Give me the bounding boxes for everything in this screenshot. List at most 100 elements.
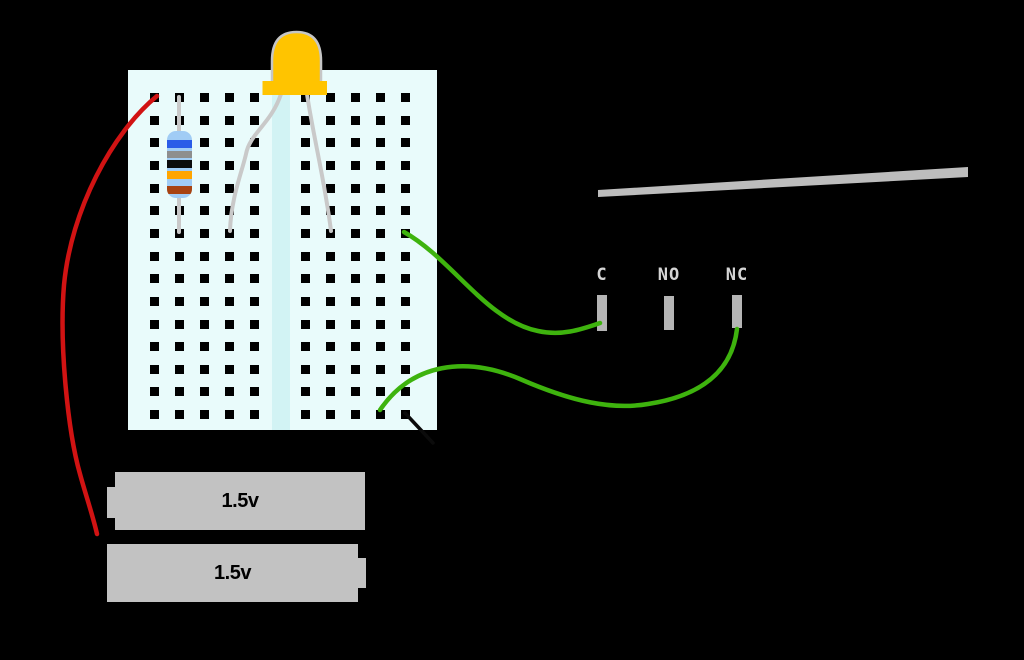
breadboard-hole: [200, 115, 209, 125]
breadboard-hole: [175, 274, 184, 284]
breadboard-hole: [301, 206, 310, 216]
switch-terminal-pin-no: [664, 296, 674, 330]
breadboard-hole: [175, 160, 184, 170]
breadboard-hole: [401, 115, 410, 125]
breadboard-hole: [250, 93, 259, 102]
breadboard-hole: [301, 296, 310, 306]
breadboard-hole: [150, 364, 159, 374]
breadboard-hole: [150, 251, 159, 261]
breadboard-hole: [200, 160, 209, 170]
breadboard-hole: [200, 364, 209, 374]
breadboard-hole: [351, 319, 360, 329]
breadboard-hole: [351, 274, 360, 284]
switch-terminal-label-no: NO: [657, 265, 681, 285]
breadboard-hole: [175, 251, 184, 261]
breadboard-hole: [326, 206, 335, 216]
breadboard-hole: [250, 160, 259, 170]
breadboard-hole: [376, 274, 385, 284]
battery-2-terminal: [358, 558, 366, 588]
breadboard-hole: [351, 93, 360, 102]
breadboard-hole: [376, 206, 385, 216]
switch-terminal-label-c: C: [596, 265, 608, 285]
breadboard-hole: [150, 93, 159, 102]
breadboard-hole: [225, 342, 234, 352]
breadboard-hole: [150, 115, 159, 125]
breadboard-hole: [401, 319, 410, 329]
breadboard-hole: [376, 183, 385, 193]
breadboard-hole: [301, 251, 310, 261]
breadboard-hole: [250, 342, 259, 352]
battery-2-label: 1.5v: [214, 561, 251, 584]
breadboard-hole: [326, 319, 335, 329]
breadboard-hole: [401, 274, 410, 284]
breadboard-hole: [401, 296, 410, 306]
breadboard-hole: [351, 183, 360, 193]
breadboard-hole: [301, 342, 310, 352]
breadboard-hole: [351, 138, 360, 148]
breadboard-hole: [401, 251, 410, 261]
breadboard-hole: [175, 228, 184, 238]
breadboard-hole: [326, 387, 335, 397]
breadboard-hole: [326, 138, 335, 148]
breadboard-hole: [401, 206, 410, 216]
breadboard-hole: [301, 115, 310, 125]
breadboard-hole: [326, 274, 335, 284]
breadboard-hole: [250, 410, 259, 420]
breadboard-hole: [401, 364, 410, 374]
breadboard-hole: [225, 138, 234, 148]
breadboard-hole: [401, 183, 410, 193]
breadboard-hole: [250, 364, 259, 374]
breadboard-hole: [376, 138, 385, 148]
breadboard-hole: [200, 387, 209, 397]
breadboard-hole: [401, 93, 410, 102]
breadboard-hole: [175, 342, 184, 352]
breadboard-hole: [225, 364, 234, 374]
breadboard-hole: [376, 319, 385, 329]
breadboard-hole: [175, 364, 184, 374]
switch-terminal-pin-nc: [732, 295, 742, 328]
breadboard-hole: [175, 387, 184, 397]
breadboard-hole: [301, 138, 310, 148]
breadboard-hole: [301, 228, 310, 238]
breadboard-hole: [250, 115, 259, 125]
breadboard-hole: [250, 296, 259, 306]
breadboard-hole: [376, 410, 385, 420]
breadboard-hole: [250, 274, 259, 284]
battery-1-terminal: [107, 487, 115, 518]
breadboard-hole: [150, 228, 159, 238]
breadboard-hole: [225, 228, 234, 238]
breadboard-hole: [401, 138, 410, 148]
breadboard-hole: [301, 410, 310, 420]
breadboard-hole: [225, 410, 234, 420]
breadboard-hole: [175, 319, 184, 329]
breadboard-hole: [351, 296, 360, 306]
breadboard-hole: [250, 138, 259, 148]
breadboard-hole: [200, 274, 209, 284]
breadboard-hole: [200, 319, 209, 329]
breadboard-hole: [150, 206, 159, 216]
breadboard-hole: [200, 251, 209, 261]
breadboard-hole: [301, 387, 310, 397]
breadboard-hole: [401, 387, 410, 397]
breadboard-hole: [225, 183, 234, 193]
breadboard-hole: [301, 364, 310, 374]
battery-2: 1.5v: [107, 544, 358, 602]
breadboard-hole: [326, 296, 335, 306]
switch-terminal-pin-c: [597, 295, 607, 331]
breadboard-hole: [376, 296, 385, 306]
breadboard-hole: [301, 160, 310, 170]
breadboard-hole: [351, 228, 360, 238]
breadboard-hole: [200, 206, 209, 216]
breadboard-hole: [250, 319, 259, 329]
breadboard-hole: [200, 93, 209, 102]
breadboard-hole: [150, 274, 159, 284]
breadboard-hole: [225, 296, 234, 306]
breadboard-hole: [301, 274, 310, 284]
breadboard-hole: [175, 115, 184, 125]
breadboard-hole: [175, 206, 184, 216]
breadboard-hole: [200, 183, 209, 193]
breadboard-hole: [376, 228, 385, 238]
breadboard-hole: [301, 93, 310, 102]
switch-terminal-label-nc: NC: [725, 265, 749, 285]
